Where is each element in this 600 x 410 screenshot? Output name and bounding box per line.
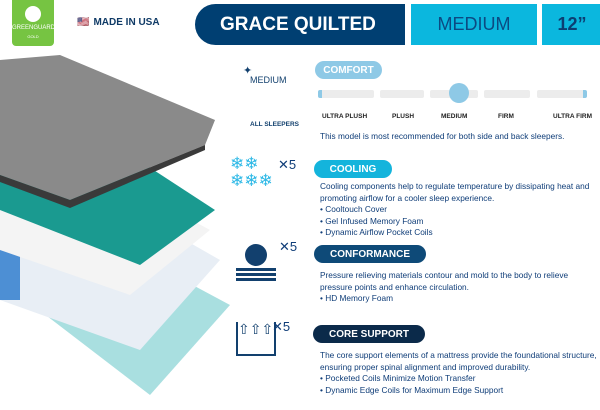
conformance-rating: ✕5	[279, 239, 298, 254]
badge-label: GREENGUARD	[12, 25, 56, 31]
product-title: GRACE QUILTED	[195, 4, 405, 45]
made-in-label: MADE IN USA	[93, 17, 160, 28]
greenguard-badge: GREENGUARD GOLD	[12, 0, 56, 46]
snowflake-icon: ❄❄❄❄❄	[230, 154, 273, 190]
comfort-segment-ultra-plush[interactable]	[318, 90, 374, 98]
ul-logo-icon	[25, 6, 41, 22]
height-tag: 12”	[542, 4, 600, 45]
conformance-pill: CONFORMANCE	[314, 245, 426, 263]
scale-label: PLUSH	[392, 113, 415, 120]
core-support-pill: CORE SUPPORT	[313, 325, 425, 343]
conformance-wave-icon	[236, 244, 276, 284]
comfort-segment-plush[interactable]	[380, 90, 424, 98]
scale-label: FIRM	[498, 113, 514, 120]
core-support-text: The core support elements of a mattress …	[320, 350, 597, 395]
scale-label: MEDIUM	[441, 113, 468, 120]
comfort-segment-firm[interactable]	[484, 90, 530, 98]
conformance-text: Pressure relieving materials contour and…	[320, 270, 569, 303]
badge-level: GOLD	[27, 34, 39, 39]
scale-label: ULTRA FIRM	[553, 113, 592, 120]
sleepers-label: ALL SLEEPERS	[250, 121, 300, 128]
recommendation-text: This model is most recommended for both …	[320, 131, 565, 141]
cooling-text: Cooling components help to regulate temp…	[320, 181, 590, 237]
comfort-slider-handle[interactable]	[449, 83, 469, 103]
firmness-tag: MEDIUM	[411, 4, 537, 45]
comfort-pill: COMFORT	[315, 61, 382, 79]
comfort-segment-ultra-firm[interactable]	[537, 90, 587, 98]
left-firmness: MEDIUM	[250, 75, 287, 85]
core-rating: ✕5	[272, 319, 291, 334]
mattress-layers-image	[0, 55, 230, 395]
cooling-rating: ✕5	[278, 157, 297, 172]
cooling-pill: COOLING	[314, 160, 392, 178]
scale-label: ULTRA PLUSH	[322, 113, 368, 120]
core-support-arrows-icon: ⇧⇧⇧	[236, 322, 276, 356]
firmness-marker-icon: ✦	[243, 65, 253, 77]
made-in-usa: 🇺🇸MADE IN USA	[77, 17, 160, 28]
usa-flag-icon: 🇺🇸	[77, 17, 90, 28]
